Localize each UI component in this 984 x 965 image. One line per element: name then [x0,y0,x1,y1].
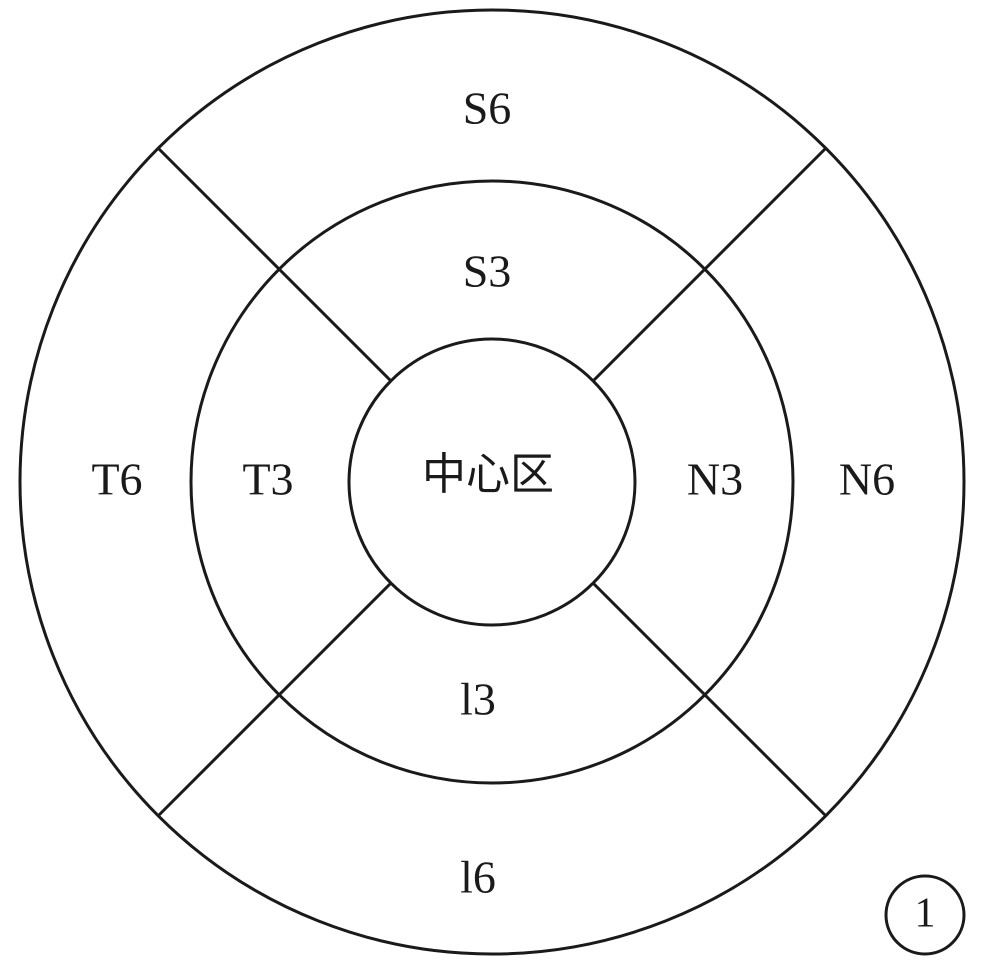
divider-lower-left [156,581,393,818]
center-ring [347,337,637,627]
region-label-l6: l6 [460,852,496,903]
region-label-n6: N6 [839,454,895,505]
outer-ring [18,8,966,956]
figure-number-label: 1 [915,891,936,937]
region-label-s3: S3 [463,246,512,297]
divider-upper-left [156,146,393,383]
region-label-t6: T6 [91,454,142,505]
region-label-n3: N3 [687,454,743,505]
divider-upper-right [591,146,828,383]
region-label-t3: T3 [242,454,293,505]
region-label-s6: S6 [463,83,512,134]
middle-ring [189,179,795,785]
region-label-l3: l3 [460,674,496,725]
figure-number-circle [884,874,966,956]
divider-lower-right [591,581,828,818]
region-label-center: 中心区 [422,449,554,500]
figure-number-badge: 1 [884,874,966,956]
